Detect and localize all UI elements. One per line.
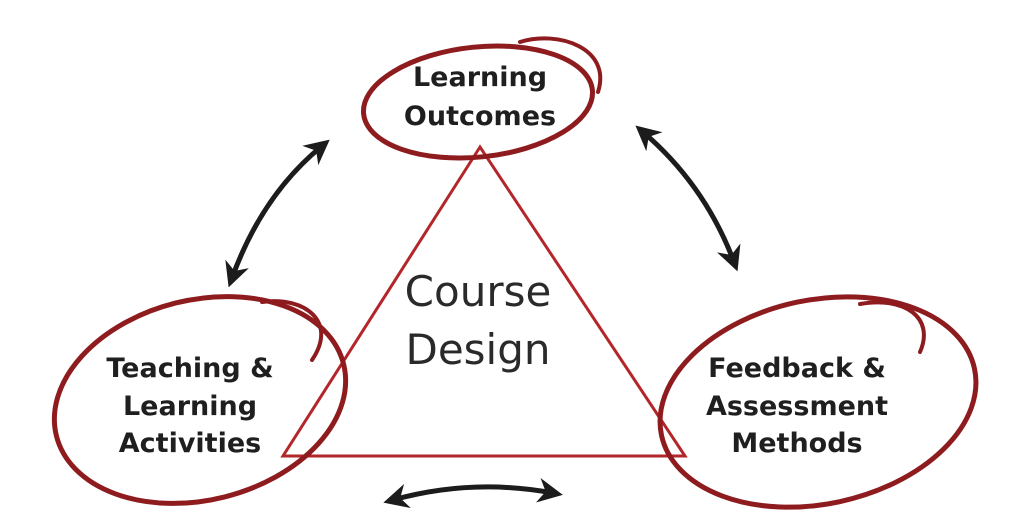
arrow-teaching-feedback [383,477,563,509]
center-label-line2: Design [405,325,550,374]
node-teaching-line3: Activities [119,428,261,459]
hand-drawn-circle-icon [360,36,603,161]
node-teaching-line1: Teaching & [106,353,273,384]
node-feedback-line2: Assessment [706,391,888,422]
node-feedback-line1: Feedback & [708,353,886,384]
hand-drawn-circle-icon [51,294,349,506]
hand-drawn-circle-icon [657,294,979,510]
node-outcomes-line1: Learning [413,62,547,93]
node-feedback-line3: Methods [731,428,862,459]
node-outcomes-line2: Outcomes [404,101,556,132]
course-design-triangle [280,144,688,458]
arrow-outcomes-teaching [225,139,330,288]
node-teaching-line2: Learning [123,391,257,422]
center-label-line1: Course [405,267,552,316]
arrow-outcomes-feedback [635,125,741,272]
